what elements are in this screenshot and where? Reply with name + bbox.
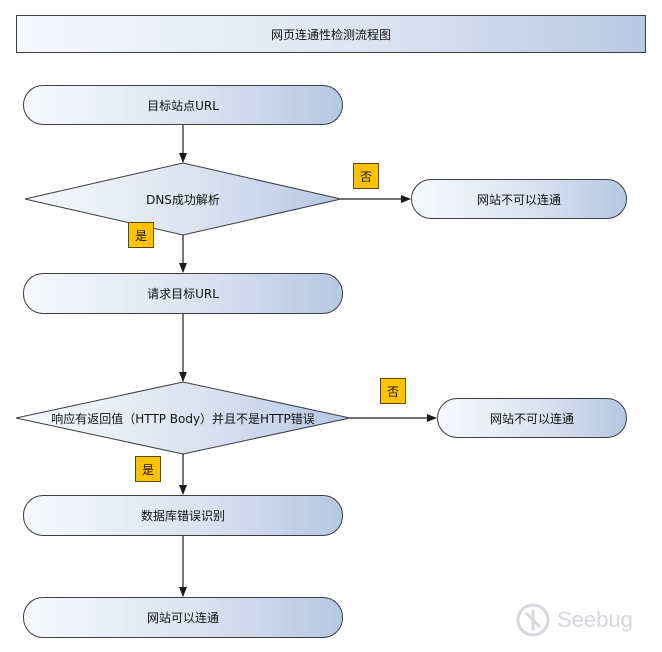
node-db-error-detect: 数据库错误识别 — [23, 495, 343, 536]
seebug-wordmark: Seebug — [557, 607, 633, 632]
seebug-logo-icon — [516, 603, 550, 637]
node-site-unreachable-2: 网站不可以连通 — [437, 398, 627, 438]
no-tag-response: 否 — [380, 378, 406, 404]
node-target-url: 目标站点URL — [23, 85, 343, 125]
no-tag-dns: 否 — [353, 163, 379, 189]
node-site-unreachable-1: 网站不可以连通 — [411, 179, 627, 219]
yes-tag-dns: 是 — [128, 222, 154, 248]
node-request-url: 请求目标URL — [23, 273, 343, 314]
seebug-watermark: Seebug — [515, 600, 633, 640]
response-decision-label: 响应有返回值（HTTP Body）并且不是HTTP错误 — [51, 411, 315, 426]
diagram-title: 网页连通性检测流程图 — [16, 15, 646, 53]
yes-tag-response: 是 — [135, 456, 161, 482]
node-site-reachable: 网站可以连通 — [23, 597, 343, 638]
dns-decision-label: DNS成功解析 — [146, 192, 220, 207]
